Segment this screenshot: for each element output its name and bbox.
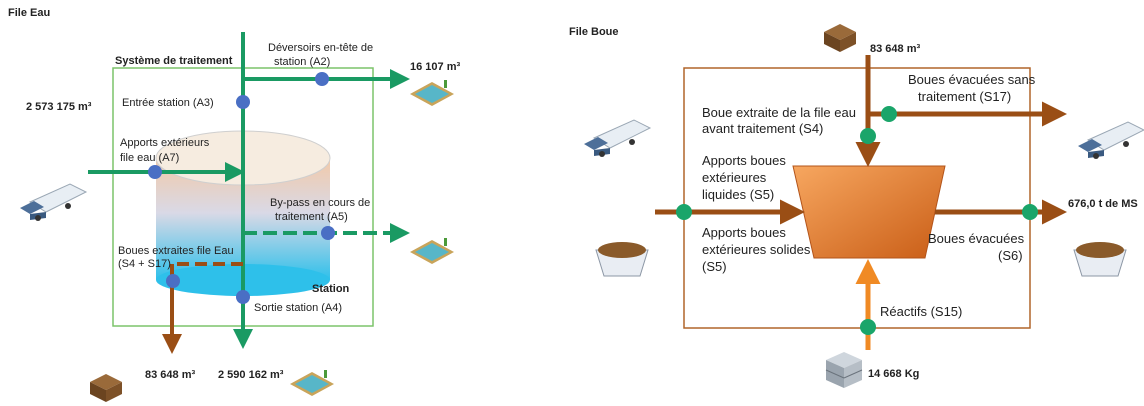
boue-extraite-label-2: avant traitement (S4)	[702, 121, 823, 136]
truck-icon	[20, 183, 88, 221]
ms-label: 676,0 t de MS	[1068, 198, 1138, 210]
chemical-tank-icon	[825, 352, 863, 388]
sludge-system-frame	[683, 67, 1031, 329]
solides-label-3: (S5)	[702, 259, 727, 274]
file-boue-title: File Boue	[569, 26, 619, 38]
node-s6	[1022, 204, 1038, 220]
entree-label: Entrée station (A3)	[122, 97, 214, 109]
volume-boues: 83 648 m³	[145, 369, 195, 381]
sludge-block-icon	[90, 374, 122, 402]
node-s4-s17	[166, 274, 180, 288]
node-s15	[860, 319, 876, 335]
evacuees-sans-label-2: traitement (S17)	[918, 89, 1011, 104]
file-boue-diagram: File Boue 83 648 m³ Boue extraite de la …	[569, 24, 1144, 388]
reactifs-label: Réactifs (S15)	[880, 304, 962, 319]
liquides-label-2: extérieures	[702, 170, 767, 185]
volume-top: 83 648 m³	[870, 43, 920, 55]
bypass-label-1: By-pass en cours de	[270, 197, 370, 209]
deversoirs-label-2: station (A2)	[274, 56, 330, 68]
bypass-label-2: traitement (A5)	[275, 211, 348, 223]
node-a4	[236, 290, 250, 304]
truck-icon	[1078, 121, 1144, 159]
liquides-label-1: Apports boues	[702, 153, 786, 168]
solides-label-1: Apports boues	[702, 225, 786, 240]
boues-label-2: (S4 + S17)	[118, 258, 171, 270]
evacuees-label-2: (S6)	[998, 248, 1023, 263]
file-eau-title: File Eau	[8, 7, 50, 19]
node-a7	[148, 165, 162, 179]
water-basin-icon	[410, 80, 454, 106]
node-s17	[881, 106, 897, 122]
system-label: Système de traitement	[115, 55, 233, 67]
deversoirs-label-1: Déversoirs en-tête de	[268, 42, 373, 54]
node-s4	[860, 128, 876, 144]
sludge-hopper	[792, 165, 946, 259]
sludge-skip-icon	[595, 242, 649, 277]
truck-icon	[584, 119, 652, 157]
sortie-label: Sortie station (A4)	[254, 302, 342, 314]
volume-deversoirs: 16 107 m³	[410, 61, 460, 73]
water-basin-icon	[410, 238, 454, 264]
evacuees-sans-label-1: Boues évacuées sans	[908, 72, 1036, 87]
apports-eau-label-2: file eau (A7)	[120, 152, 179, 164]
node-a5	[321, 226, 335, 240]
node-s5	[676, 204, 692, 220]
sludge-block-icon	[824, 24, 856, 52]
station-label: Station	[312, 283, 350, 295]
volume-sortie: 2 590 162 m³	[218, 369, 284, 381]
evacuees-label-1: Boues évacuées	[928, 231, 1025, 246]
sludge-skip-icon	[1073, 242, 1127, 277]
boues-label-1: Boues extraites file Eau	[118, 245, 234, 257]
node-a2	[315, 72, 329, 86]
liquides-label-3: liquides (S5)	[702, 187, 774, 202]
reactifs-qty: 14 668 Kg	[868, 368, 919, 380]
apports-eau-label-1: Apports extérieurs	[120, 137, 210, 149]
volume-in: 2 573 175 m³	[26, 101, 92, 113]
file-eau-diagram: File Eau Système de traitement Station 2…	[8, 7, 460, 402]
node-a3	[236, 95, 250, 109]
water-basin-icon	[290, 370, 334, 396]
solides-label-2: extérieures solides	[702, 242, 811, 257]
boue-extraite-label-1: Boue extraite de la file eau	[702, 105, 856, 120]
